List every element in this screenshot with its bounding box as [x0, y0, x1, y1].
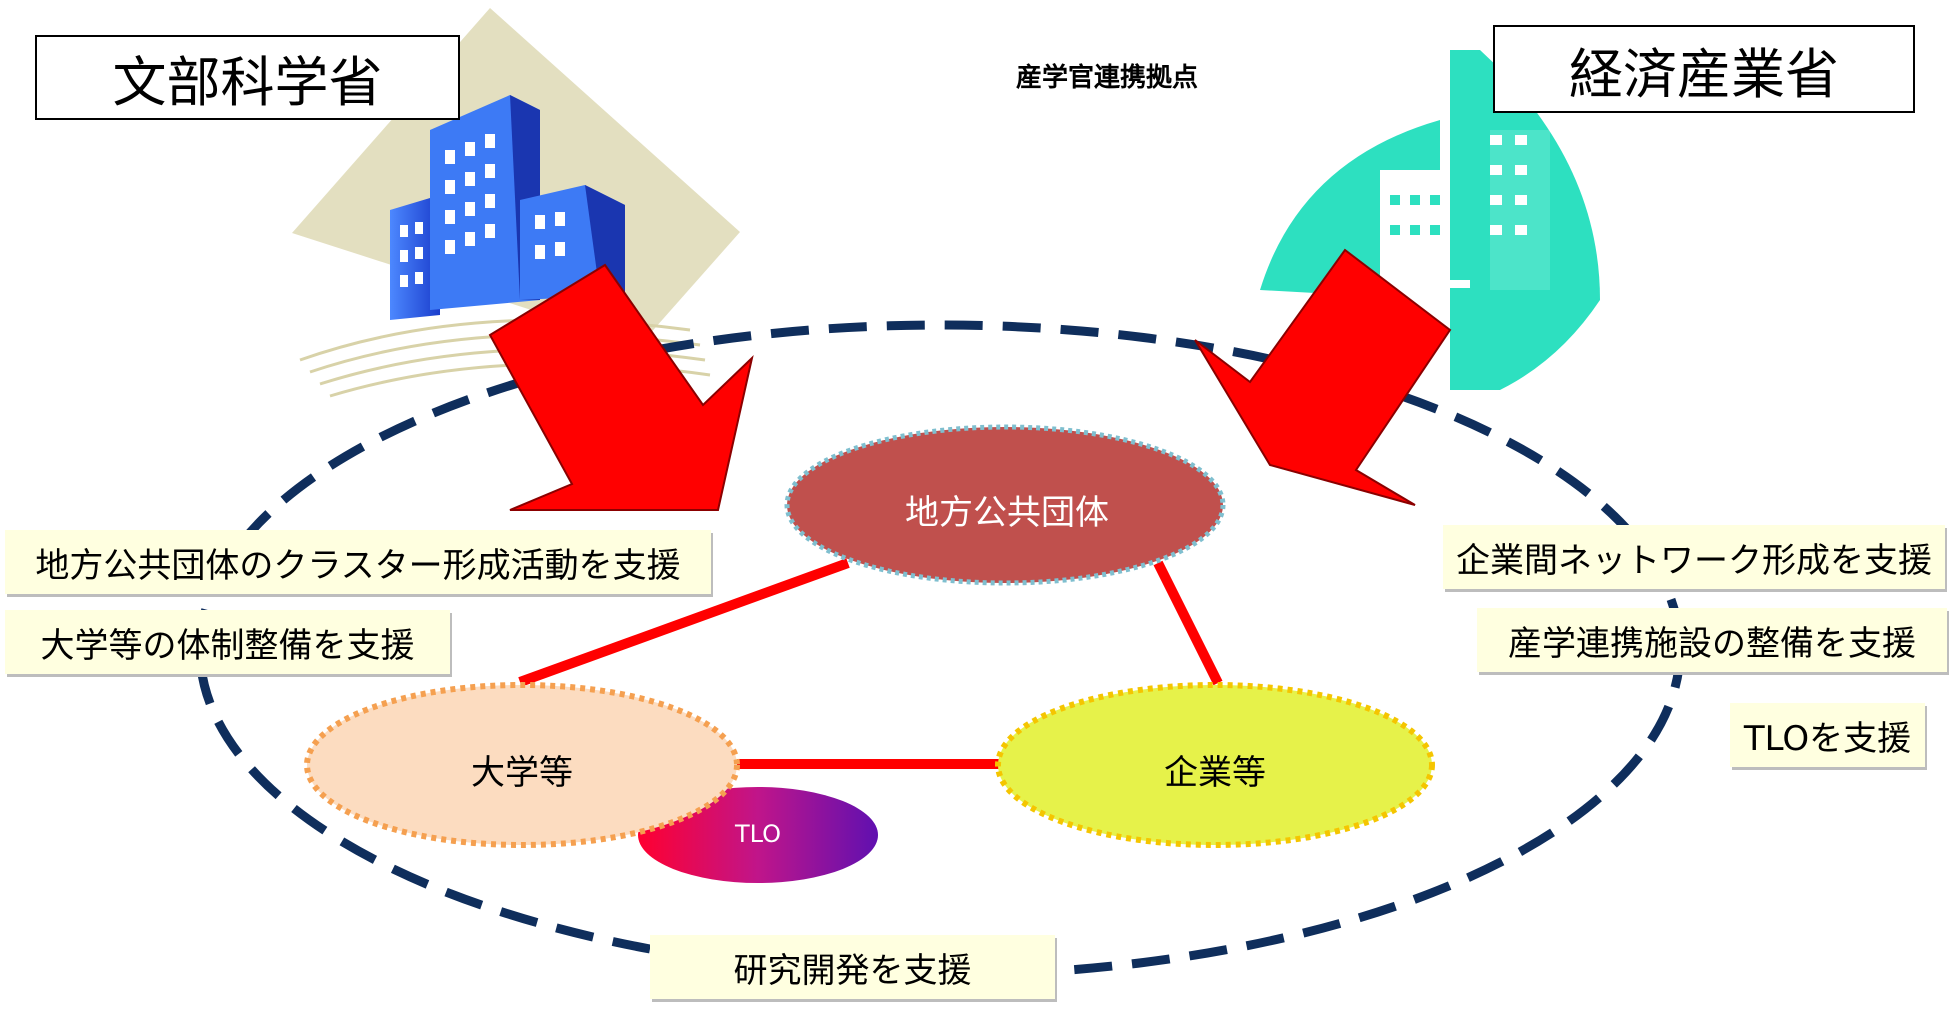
tlo-label: TLO	[734, 820, 782, 848]
factory-building-icon	[1260, 50, 1600, 390]
arrow-right-icon	[1194, 248, 1452, 506]
office-buildings-icon	[292, 8, 740, 398]
ministry-right-label: 経済産業省	[1569, 42, 1839, 106]
support-network-box: 企業間ネットワーク形成を支援	[1443, 525, 1945, 589]
connector-localgov-company	[1153, 560, 1223, 686]
support-cluster-box: 地方公共団体のクラスター形成活動を支援	[5, 530, 711, 594]
university-label: 大学等	[471, 753, 573, 793]
ministry-right-box: 経済産業省	[1493, 25, 1915, 113]
support-university-box: 大学等の体制整備を支援	[5, 610, 450, 674]
diagram-title: 産学官連携拠点	[1016, 63, 1199, 93]
support-facility-box: 産学連携施設の整備を支援	[1477, 608, 1947, 672]
company-label: 企業等	[1164, 753, 1266, 793]
support-university-label: 大学等の体制整備を支援	[40, 625, 415, 666]
ministry-left-label: 文部科学省	[112, 51, 383, 114]
support-network-label: 企業間ネットワーク形成を支援	[1456, 540, 1932, 581]
arrow-left-icon	[488, 263, 754, 511]
university-ellipse	[304, 682, 740, 848]
local-gov-ellipse	[784, 424, 1226, 586]
local-gov-label: 地方公共団体	[905, 493, 1109, 533]
support-rnd-box: 研究開発を支援	[650, 935, 1055, 999]
support-rnd-label: 研究開発を支援	[733, 950, 972, 991]
support-cluster-label: 地方公共団体のクラスター形成活動を支援	[35, 545, 681, 586]
company-ellipse	[995, 682, 1435, 848]
connector-localgov-university	[518, 558, 850, 687]
support-tlo-box: TLOを支援	[1730, 703, 1925, 767]
ministry-left-box: 文部科学省	[35, 35, 460, 120]
support-facility-label: 産学連携施設の整備を支援	[1508, 623, 1916, 664]
support-tlo-label: TLOを支援	[1743, 718, 1912, 759]
